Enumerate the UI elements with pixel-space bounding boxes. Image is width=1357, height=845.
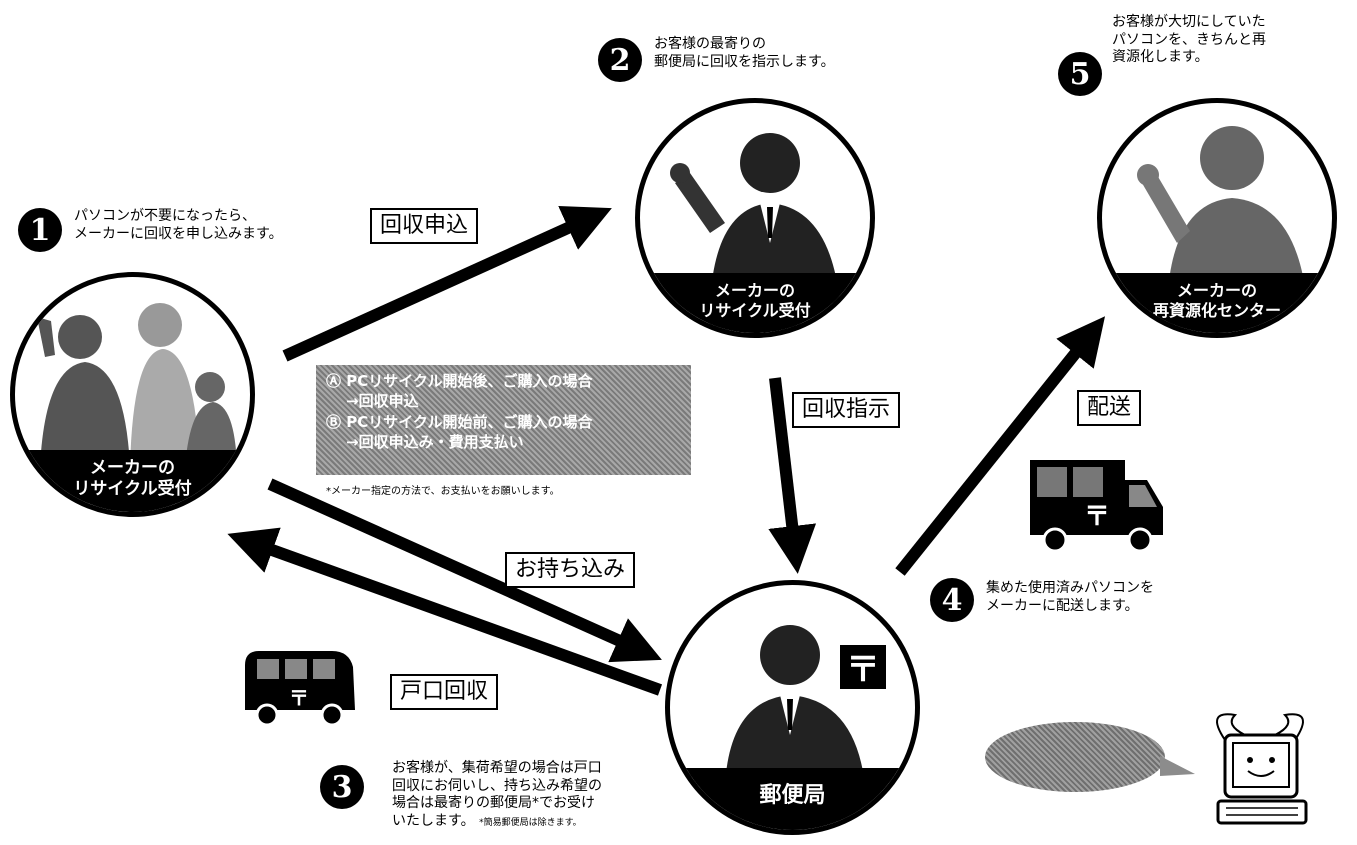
truck-post-mark: 〒 [1084, 502, 1110, 532]
note-line: →回収申込み・費用支払い [346, 432, 524, 451]
circle-label-line: 郵便局 [759, 783, 826, 808]
step5-text-line: 資源化します。 [1112, 49, 1209, 65]
arrow-instruct [768, 377, 817, 574]
note-line: Ⓐ PCリサイクル開始後、ご購入の場合 [326, 372, 593, 390]
circle-label-band: 郵便局 [670, 768, 915, 830]
circle-label-band: メーカーの リサイクル受付 [15, 450, 250, 512]
circle-recycling-center: メーカーの 再資源化センター [1097, 98, 1337, 338]
note-line: →回収申込 [346, 392, 419, 411]
step1-description: パソコンが不要になったら、 メーカーに回収を申し込みます。 [74, 208, 283, 243]
step5-description: お客様が大切にしていた パソコンを、きちんと再 資源化します。 [1112, 14, 1266, 67]
step2-text-line: お客様の最寄りの [654, 36, 766, 52]
step2-number-badge: 2 [598, 38, 642, 82]
pickup-van-icon: 〒 [245, 651, 355, 727]
circle-label-line: メーカーの [714, 281, 795, 300]
payment-note-box: Ⓐ PCリサイクル開始後、ご購入の場合 →回収申込 Ⓑ PCリサイクル開始前、ご… [316, 365, 691, 475]
label-carry-in: お持ち込み [505, 552, 636, 588]
step3-text-line: お客様が、集荷希望の場合は戸口 [392, 760, 602, 776]
circle-label-line: リサイクル受付 [699, 301, 811, 320]
step1-text-line: メーカーに回収を申し込みます。 [74, 225, 283, 242]
arrow-deliver [895, 316, 1106, 576]
circle-label-line: 再資源化センター [1152, 301, 1281, 320]
circle-post-office: 〒 郵便局 [665, 580, 920, 835]
step3-footnote: *簡易郵便局は除きます。 [479, 817, 582, 828]
circle-label-line: メーカーの [1176, 281, 1257, 300]
note-footnote: *メーカー指定の方法で、お支払いをお願いします。 [326, 486, 560, 497]
step3-text-line: 回収にお伺いし、持ち込み希望の [392, 777, 602, 794]
circle-maker-reception-1: メーカーの リサイクル受付 [10, 272, 255, 517]
circle-label-band: メーカーの リサイクル受付 [640, 273, 870, 333]
step2-text-line: 郵便局に回収を指示します。 [654, 53, 835, 70]
mascot-speech-bubble [985, 722, 1165, 792]
van-post-mark: 〒 [289, 686, 309, 710]
circle-label-band: メーカーの 再資源化センター [1102, 273, 1332, 333]
label-door-pickup: 戸口回収 [390, 674, 499, 710]
step1-text-line: パソコンが不要になったら、 [74, 208, 256, 224]
step5-text-line: パソコンを、きちんと再 [1112, 31, 1266, 48]
label-deliver: 配送 [1077, 390, 1142, 426]
delivery-truck-icon: 〒 [1030, 460, 1163, 553]
label-apply: 回収申込 [370, 208, 479, 244]
step4-number-badge: 4 [930, 578, 974, 622]
post-mark-icon: 〒 [846, 650, 880, 690]
note-line: Ⓑ PCリサイクル開始前、ご購入の場合 [326, 412, 593, 431]
step1-number-badge: 1 [18, 208, 62, 252]
step3-number-badge: 3 [320, 765, 364, 809]
bubble-tail [1160, 756, 1195, 776]
circle-label-line: リサイクル受付 [73, 479, 192, 500]
step5-text-line: お客様が大切にしていた [1112, 14, 1266, 30]
step3-text-last: いたします。 [392, 812, 475, 829]
postman-silhouette: 〒 [725, 625, 886, 785]
circle-maker-reception-2: メーカーの リサイクル受付 [635, 98, 875, 338]
arrow-door-pickup [227, 527, 663, 696]
step3-description: お客様が、集荷希望の場合は戸口 回収にお伺いし、持ち込み希望の 場合は最寄りの郵… [392, 760, 602, 830]
step3-text-line-last: いたします。 *簡易郵便局は除きます。 [392, 813, 602, 831]
step4-text-line: メーカーに配送します。 [986, 597, 1139, 614]
step5-number-badge: 5 [1058, 52, 1102, 96]
step2-description: お客様の最寄りの 郵便局に回収を指示します。 [654, 36, 835, 71]
arrow-apply [282, 206, 612, 362]
step4-text-line: 集めた使用済みパソコンを [986, 580, 1154, 596]
circle-label-line: メーカーの [90, 458, 175, 478]
arrow-carry-in [267, 478, 662, 663]
label-instruct: 回収指示 [792, 392, 901, 428]
step3-text-line: 場合は最寄りの郵便局*でお受け [392, 795, 595, 811]
winged-computer-mascot-icon [1216, 713, 1308, 825]
step4-description: 集めた使用済みパソコンを メーカーに配送します。 [986, 580, 1154, 615]
